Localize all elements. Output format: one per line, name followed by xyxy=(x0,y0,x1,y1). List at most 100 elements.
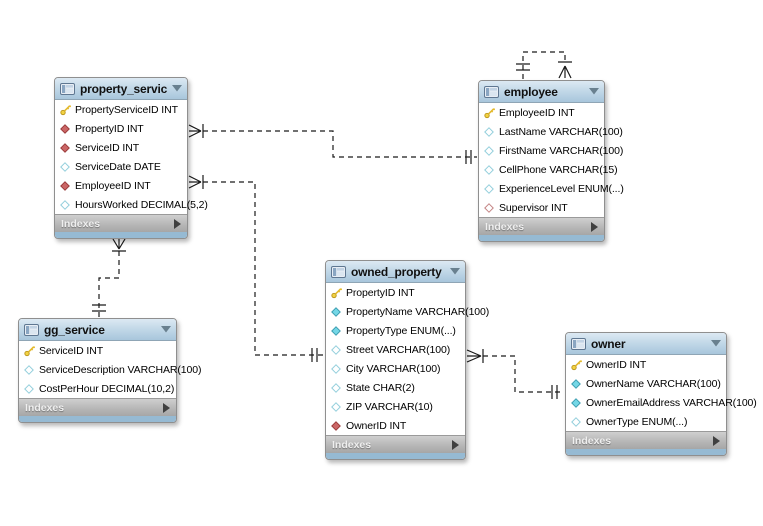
column-row[interactable]: City VARCHAR(100) xyxy=(326,359,465,378)
indexes-footer[interactable]: Indexes xyxy=(479,217,604,235)
table-name: employee xyxy=(504,84,558,99)
table-name: owner xyxy=(591,336,626,351)
column-row[interactable]: State CHAR(2) xyxy=(326,378,465,397)
table-header[interactable]: employee xyxy=(479,81,604,103)
indexes-footer[interactable]: Indexes xyxy=(55,214,187,232)
column-row[interactable]: OwnerEmailAddress VARCHAR(100) xyxy=(566,393,757,412)
column-row[interactable]: OwnerID INT xyxy=(326,416,465,435)
column-row[interactable]: HoursWorked DECIMAL(5,2) xyxy=(55,195,208,214)
expand-arrow-icon[interactable] xyxy=(591,221,598,232)
expand-arrow-icon[interactable] xyxy=(713,435,720,446)
column-row[interactable]: ZIP VARCHAR(10) xyxy=(326,397,465,416)
collapse-triangle-icon[interactable] xyxy=(589,88,599,95)
column-nullable-diamond-icon xyxy=(571,416,582,427)
column-row[interactable]: ServiceID INT xyxy=(55,138,187,157)
column-row[interactable]: Street VARCHAR(100) xyxy=(326,340,465,359)
indexes-footer[interactable]: Indexes xyxy=(566,431,726,449)
expand-arrow-icon[interactable] xyxy=(452,439,459,450)
column-row[interactable]: EmployeeID INT xyxy=(55,176,187,195)
table-bottom-strip xyxy=(326,453,465,459)
relationship-employee-employee[interactable] xyxy=(516,51,572,79)
table-header[interactable]: owned_property xyxy=(326,261,465,283)
column-row[interactable]: PropertyName VARCHAR(100) xyxy=(326,302,489,321)
column-row[interactable]: FirstName VARCHAR(100) xyxy=(479,141,623,160)
primary-key-icon xyxy=(24,345,35,357)
column-row[interactable]: EmployeeID INT xyxy=(479,103,604,122)
crow-foot-icon xyxy=(112,238,126,252)
collapse-triangle-icon[interactable] xyxy=(172,85,182,92)
column-label: State CHAR(2) xyxy=(346,381,415,394)
column-notnull-diamond-icon xyxy=(571,378,582,389)
column-row[interactable]: CostPerHour DECIMAL(10,2) xyxy=(19,379,176,398)
indexes-footer[interactable]: Indexes xyxy=(326,435,465,453)
primary-key-icon xyxy=(571,359,582,371)
table-name: owned_property xyxy=(351,264,442,279)
column-nullable-diamond-icon xyxy=(60,199,71,210)
column-row[interactable]: Supervisor INT xyxy=(479,198,604,217)
crow-foot-icon xyxy=(558,61,572,79)
relationship-owned_property-owner[interactable] xyxy=(466,349,564,399)
column-nullable-diamond-icon xyxy=(484,126,495,137)
table-bottom-strip xyxy=(479,235,604,241)
column-row[interactable]: ServiceDate DATE xyxy=(55,157,187,176)
column-notnull-diamond-icon xyxy=(331,306,342,317)
one-mandatory-icon xyxy=(465,150,472,164)
relationship-property_service-employee[interactable] xyxy=(188,124,477,164)
column-label: OwnerType ENUM(...) xyxy=(586,415,688,428)
column-label: PropertyID INT xyxy=(75,122,144,135)
table-header[interactable]: gg_service xyxy=(19,319,176,341)
expand-arrow-icon[interactable] xyxy=(163,402,170,413)
indexes-footer[interactable]: Indexes xyxy=(19,398,176,416)
indexes-label: Indexes xyxy=(572,434,612,447)
collapse-triangle-icon[interactable] xyxy=(161,326,171,333)
table-bottom-strip xyxy=(55,232,187,238)
column-row[interactable]: PropertyID INT xyxy=(55,119,187,138)
column-label: OwnerID INT xyxy=(346,419,407,432)
table-header[interactable]: property_service xyxy=(55,78,187,100)
column-notnull-diamond-icon xyxy=(571,397,582,408)
column-row[interactable]: OwnerName VARCHAR(100) xyxy=(566,374,726,393)
column-list: PropertyServiceID INT PropertyID INT Servi… xyxy=(55,100,208,214)
crow-foot-icon xyxy=(466,349,484,363)
expand-arrow-icon[interactable] xyxy=(174,218,181,229)
crow-foot-icon xyxy=(188,124,204,138)
column-row[interactable]: CellPhone VARCHAR(15) xyxy=(479,160,618,179)
indexes-label: Indexes xyxy=(485,220,525,233)
column-label: ZIP VARCHAR(10) xyxy=(346,400,433,413)
column-row[interactable]: ExperienceLevel ENUM(...) xyxy=(479,179,624,198)
collapse-triangle-icon[interactable] xyxy=(711,340,721,347)
primary-key-icon xyxy=(60,104,71,116)
column-row[interactable]: ServiceID INT xyxy=(19,341,176,360)
column-row[interactable]: PropertyID INT xyxy=(326,283,465,302)
column-nullable-diamond-icon xyxy=(60,161,71,172)
indexes-label: Indexes xyxy=(332,438,372,451)
column-row[interactable]: PropertyServiceID INT xyxy=(55,100,187,119)
column-notnull-diamond-icon xyxy=(331,325,342,336)
column-label: Street VARCHAR(100) xyxy=(346,343,451,356)
crow-foot-icon xyxy=(188,175,204,189)
column-row[interactable]: OwnerID INT xyxy=(566,355,726,374)
column-row[interactable]: PropertyType ENUM(...) xyxy=(326,321,465,340)
column-nullable-diamond-icon xyxy=(484,183,495,194)
relationship-property_service-gg_service[interactable] xyxy=(92,238,126,317)
table-header[interactable]: owner xyxy=(566,333,726,355)
column-label: OwnerEmailAddress VARCHAR(100) xyxy=(586,396,757,409)
column-label: FirstName VARCHAR(100) xyxy=(499,144,624,157)
column-row[interactable]: OwnerType ENUM(...) xyxy=(566,412,726,431)
column-row[interactable]: ServiceDescription VARCHAR(100) xyxy=(19,360,202,379)
table-icon xyxy=(484,85,499,98)
collapse-triangle-icon[interactable] xyxy=(450,268,460,275)
table-icon xyxy=(571,337,586,350)
table-icon xyxy=(331,265,346,278)
relationship-property_service-owned_property[interactable] xyxy=(188,175,324,362)
fk-notnull-diamond-icon xyxy=(331,420,342,431)
column-row[interactable]: LastName VARCHAR(100) xyxy=(479,122,623,141)
